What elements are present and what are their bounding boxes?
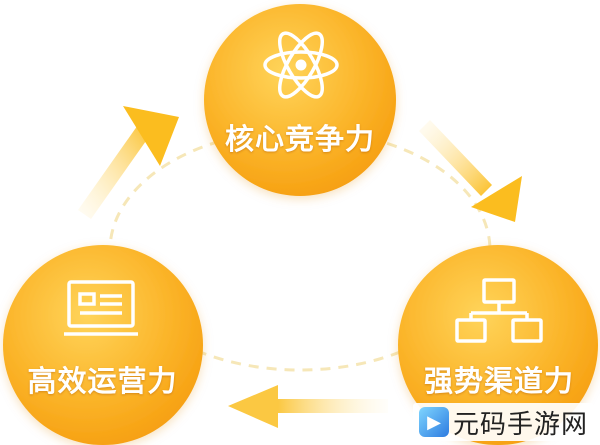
watermark: ▶ 元码手游网 [412,403,594,441]
atom-icon [263,31,339,99]
org-chart-icon [455,278,543,343]
node-top-label: 核心竞争力 [224,122,375,156]
node-right [398,245,598,445]
node-left-label: 高效运营力 [27,364,178,398]
game-logo-icon: ▶ [418,407,449,437]
watermark-text: 元码手游网 [452,409,588,440]
arrow-top-to-right [419,120,522,222]
node-right-label: 强势渠道力 [423,364,574,398]
arrow-left-to-top [78,106,179,219]
node-top [204,4,396,196]
arrow-right-to-left [228,385,388,428]
monitor-card-icon [64,280,138,336]
node-left [3,245,203,445]
